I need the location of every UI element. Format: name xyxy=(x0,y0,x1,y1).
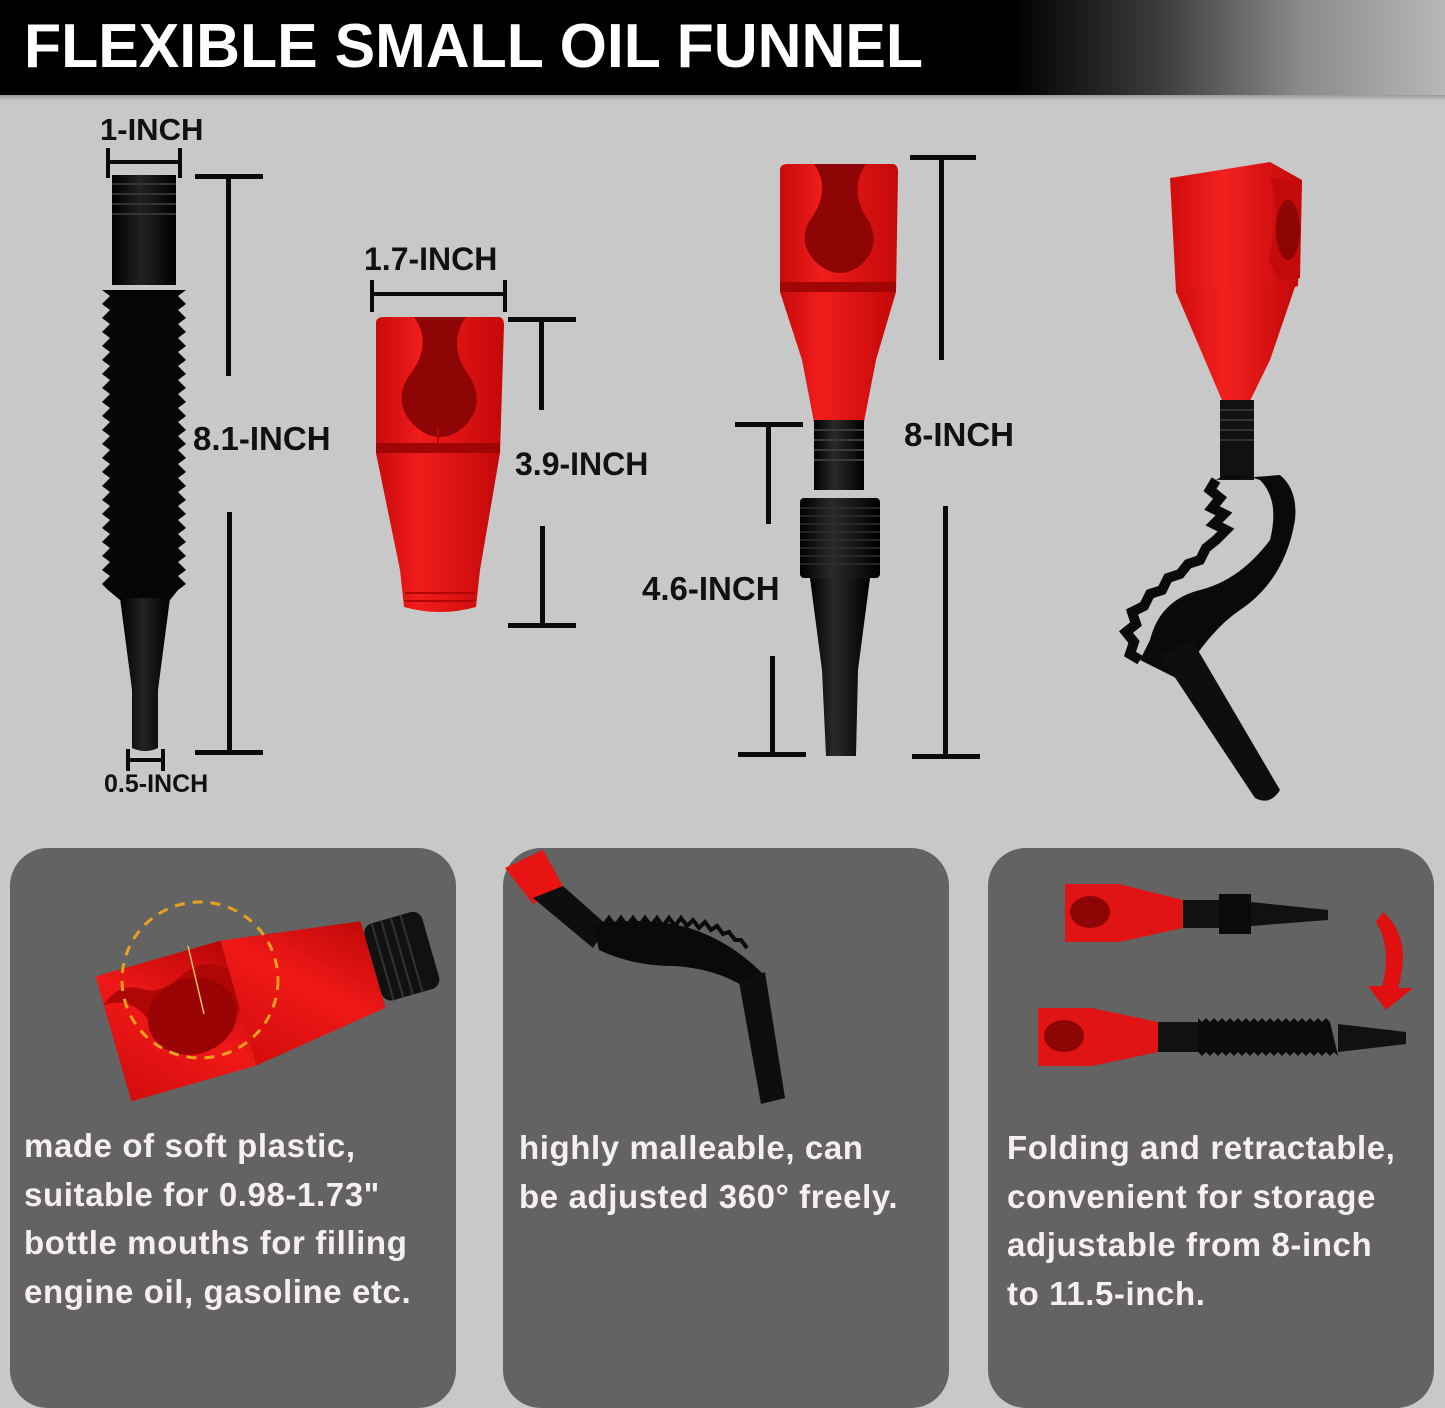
feature-card-retractable: Folding and retractable, convenient for … xyxy=(988,848,1434,1408)
assembled-length-label: 8-INCH xyxy=(904,416,1015,453)
lower-section-label: 4.6-INCH xyxy=(642,570,780,607)
highlight-circle-icon xyxy=(120,900,280,1060)
dimension-line xyxy=(539,320,544,410)
bent-funnel-illustration xyxy=(1118,162,1302,801)
header-banner: FLEXIBLE SMALL OIL FUNNEL xyxy=(0,0,1445,95)
dimension-line xyxy=(195,174,263,179)
dimension-line xyxy=(226,178,231,376)
dimension-line xyxy=(227,512,232,752)
funnel-head-closeup-illustration xyxy=(95,900,440,1102)
feature-line: highly malleable, can xyxy=(519,1129,864,1166)
dimension-line xyxy=(540,526,545,624)
dimension-line xyxy=(108,160,180,164)
dimension-line xyxy=(508,623,576,628)
feature-line: to 11.5-inch. xyxy=(1007,1274,1206,1312)
feature-text: Folding and retractable, convenient for … xyxy=(1007,1124,1395,1318)
spout-top-width-label: 1-INCH xyxy=(100,112,204,147)
dimension-line xyxy=(912,754,980,759)
feature-line: be adjusted 360° freely. xyxy=(519,1177,899,1215)
assembled-funnel-illustration xyxy=(780,164,898,756)
dimension-line xyxy=(128,758,163,762)
page-title: FLEXIBLE SMALL OIL FUNNEL xyxy=(24,12,924,81)
dimension-line xyxy=(770,656,775,754)
feature-card-soft-plastic: made of soft plastic, suitable for 0.98-… xyxy=(10,848,456,1408)
dimension-line xyxy=(943,506,948,756)
dimension-line xyxy=(738,752,806,757)
dimension-line xyxy=(508,317,576,322)
dimension-tick xyxy=(161,749,165,771)
funnel-head-illustration xyxy=(376,317,504,612)
feature-line: Folding and retractable, xyxy=(1007,1129,1396,1166)
dimension-tick xyxy=(178,148,182,178)
dimension-tick xyxy=(503,280,507,312)
feature-text: highly malleable, can be adjusted 360° f… xyxy=(519,1124,898,1221)
feature-line: adjustable from 8-inch xyxy=(1007,1226,1373,1263)
dimension-line xyxy=(372,292,506,296)
feature-line: engine oil, gasoline etc. xyxy=(24,1272,412,1310)
header-shadow xyxy=(0,95,1445,101)
feature-card-malleable: highly malleable, can be adjusted 360° f… xyxy=(503,848,949,1408)
dimension-line xyxy=(910,155,976,160)
feature-text: made of soft plastic, suitable for 0.98-… xyxy=(24,1122,411,1316)
spout-length-label: 8.1-INCH xyxy=(193,420,331,457)
feature-line: convenient for storage xyxy=(1007,1177,1376,1215)
spout-tip-width-label: 0.5-INCH xyxy=(104,770,209,798)
curved-arrow-down-icon xyxy=(1368,912,1413,1010)
dimension-tick xyxy=(370,280,374,312)
dimension-line xyxy=(766,424,771,524)
retract-extend-illustration xyxy=(1038,884,1413,1066)
bent-spout-illustration xyxy=(505,850,785,1104)
feature-line: made of soft plastic, xyxy=(24,1127,356,1164)
dimension-line xyxy=(939,158,944,360)
head-width-label: 1.7-INCH xyxy=(364,241,498,277)
feature-line: suitable for 0.98-1.73" xyxy=(24,1175,380,1213)
head-height-label: 3.9-INCH xyxy=(515,446,649,482)
dimension-line xyxy=(195,750,263,755)
spout-illustration xyxy=(102,175,186,751)
feature-line: bottle mouths for filling xyxy=(24,1224,408,1261)
